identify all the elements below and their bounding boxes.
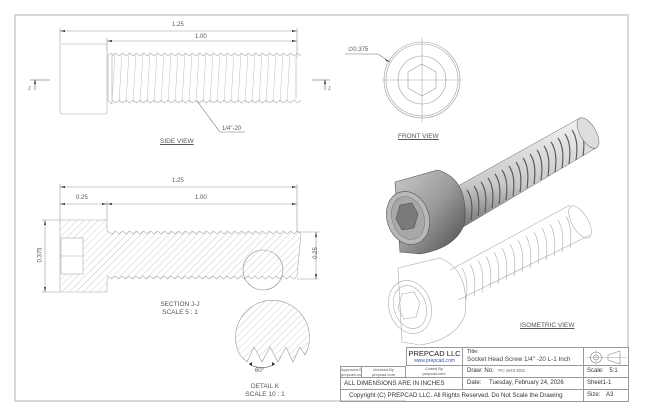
crated-by-cell: Crated By prepcad.com — [406, 366, 463, 378]
copyright-note: Copyright (C) PREPCAD LLC. All Rights Re… — [340, 390, 584, 402]
draw-no-cell: Draw: No: PC-SHS-D01 — [463, 366, 584, 378]
drawing-border — [14, 14, 629, 402]
section-dim-thread-dia: 0.25 — [312, 247, 319, 259]
approved-by-cell: Approved By prepcad.com — [340, 366, 362, 378]
section-view-caption: SECTION J-J SCALE 5 : 1 — [150, 301, 210, 317]
checked-by-value: prepcad.com — [371, 372, 396, 377]
projection-cell — [584, 347, 629, 366]
title-cell: Title: Socket Head Screw 1/4" -20 L-1 In… — [463, 347, 584, 366]
sheet-cell: Sheet1-1 — [584, 378, 629, 390]
company-cell: PREPCAD LLC www.prepcad.com — [406, 347, 463, 366]
draw-no-label: Draw: No: — [467, 368, 494, 374]
section-dim-overall: 1.25 — [172, 178, 184, 184]
thread-callout: 1/4"-20 — [222, 126, 242, 132]
checked-by-cell: checked By prepcad.com — [362, 366, 406, 378]
detail-view-caption: DETAIL K SCALE 10 : 1 — [235, 383, 295, 399]
approved-by-label: Approved By — [341, 367, 362, 372]
company-name: PREPCAD LLC — [408, 349, 461, 358]
detail-view-title: DETAIL K — [250, 383, 280, 390]
isometric-wireframe — [388, 204, 592, 346]
side-view — [30, 28, 330, 133]
size-label: Size: — [587, 392, 601, 398]
detail-view-scale: SCALE 10 : 1 — [245, 391, 285, 398]
third-angle-projection-icon — [586, 350, 627, 365]
detail-angle: 60° — [255, 368, 265, 374]
size-value: A3 — [606, 392, 614, 398]
front-view-title: FRONT VIEW — [398, 133, 439, 140]
scale-cell: Scale: 5:1 — [584, 366, 629, 378]
checked-by-label: checked By — [373, 367, 394, 372]
company-website[interactable]: www.prepcad.com — [414, 358, 455, 364]
section-dim-thread: 1.00 — [195, 195, 207, 201]
crated-by-value: prepcad.com — [422, 371, 446, 376]
approved-by-value: prepcad.com — [341, 372, 362, 377]
section-view-title: SECTION J-J — [160, 301, 200, 308]
draw-no-value: PC-SHS-D01 — [498, 368, 526, 373]
isometric-shaded — [386, 117, 600, 255]
section-marker-right: J — [328, 86, 331, 92]
detail-view — [235, 300, 310, 368]
date-cell: Date: Tuesday, February 24, 2026 — [463, 378, 584, 390]
section-dim-head: 0.25 — [76, 195, 88, 201]
front-dim-diameter: ∅0.375 — [348, 47, 369, 53]
title-label: Title: — [467, 349, 479, 355]
isometric-view-title: ISOMETRIC VIEW — [520, 322, 575, 329]
section-dim-head-dia: 0.375 — [37, 247, 44, 263]
front-view — [345, 38, 462, 122]
section-view-scale: SCALE 5 : 1 — [162, 309, 198, 316]
crated-by-label: Crated By — [425, 366, 443, 371]
scale-label: Scale: — [587, 368, 604, 374]
side-dim-thread: 1.00 — [195, 34, 207, 40]
date-label: Date: — [467, 380, 482, 386]
scale-value: 5:1 — [609, 368, 618, 374]
side-view-title: SIDE VIEW — [160, 138, 194, 145]
section-view — [42, 184, 319, 293]
side-dim-overall: 1.25 — [172, 22, 184, 28]
drawing-title: Socket Head Screw 1/4" -20 L-1 Inch — [467, 356, 571, 363]
section-marker-left: J — [28, 86, 31, 92]
size-cell: Size: A3 — [584, 390, 629, 402]
units-note: ALL DIMENSIONS ARE IN INCHES — [340, 378, 463, 390]
date-value: Tuesday, February 24, 2026 — [489, 380, 564, 386]
